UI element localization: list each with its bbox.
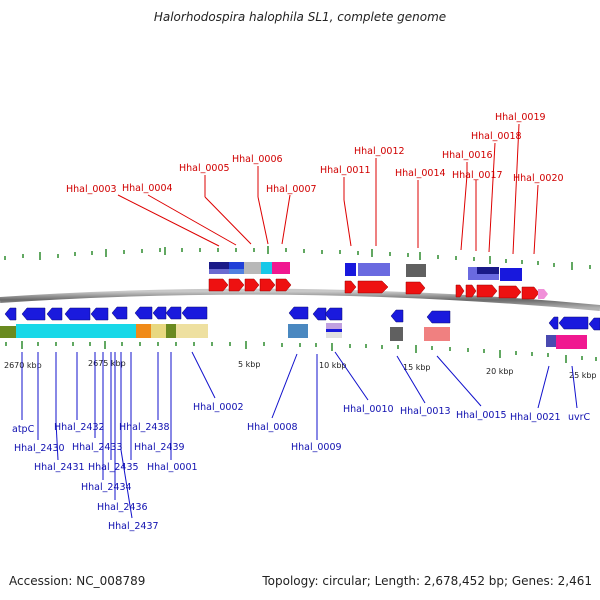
forward-gene-pink (538, 289, 548, 299)
top-domain-blocks (209, 262, 522, 281)
bottom-label: Hhal_2438 (119, 422, 170, 433)
top-label: Hhal_0018 (471, 131, 522, 142)
scale-label-10: 10 kbp (319, 361, 347, 370)
top-label: Hhal_0017 (452, 170, 503, 181)
bottom-label: Hhal_0009 (291, 442, 342, 453)
bottom-ticks (5, 341, 597, 363)
bottom-label: Hhal_2430 (14, 443, 65, 454)
top-label: Hhal_0003 (66, 184, 117, 195)
bottom-label: Hhal_2434 (81, 482, 132, 493)
bottom-gene-labels: atpC Hhal_2430 Hhal_2431 Hhal_2432 Hhal_… (12, 402, 591, 532)
bottom-label: Hhal_0015 (456, 410, 507, 421)
bottom-label: Hhal_2432 (54, 422, 105, 433)
scale-label-15: 15 kbp (403, 363, 431, 372)
top-label: Hhal_0007 (266, 184, 317, 195)
bottom-label: Hhal_0010 (343, 404, 394, 415)
scale-label-20: 20 kbp (486, 367, 514, 376)
forward-gene-arrows (208, 278, 540, 300)
bottom-connectors (21, 351, 578, 519)
bottom-label: Hhal_2433 (72, 442, 123, 453)
reverse-gene-arrows (4, 306, 600, 331)
bottom-domain-blocks (0, 323, 587, 349)
bottom-label: Hhal_0001 (147, 462, 198, 473)
top-label: Hhal_0012 (354, 146, 405, 157)
bottom-label: Hhal_0002 (193, 402, 244, 413)
top-ticks (4, 246, 591, 270)
scale-label-25: 25 kbp (569, 371, 597, 380)
bottom-label: Hhal_2437 (108, 521, 159, 532)
top-label: Hhal_0019 (495, 112, 546, 123)
scale-label-2675: 2675 kbp (88, 359, 126, 368)
genome-backbone (0, 288, 600, 311)
scale-labels: 2670 kbp 2675 kbp 5 kbp 10 kbp 15 kbp 20… (4, 359, 597, 380)
bottom-label: Hhal_2439 (134, 442, 185, 453)
bottom-label: Hhal_0013 (400, 406, 451, 417)
top-label: Hhal_0020 (513, 173, 564, 184)
bottom-label: Hhal_0021 (510, 412, 561, 423)
top-label: Hhal_0005 (179, 163, 230, 174)
scale-label-5: 5 kbp (238, 360, 260, 369)
topology-text: Topology: circular; Length: 2,678,452 bp… (262, 574, 592, 588)
bottom-label: Hhal_2436 (97, 502, 148, 513)
scale-label-2670: 2670 kbp (4, 361, 42, 370)
top-label: Hhal_0014 (395, 168, 446, 179)
top-label: Hhal_0011 (320, 165, 371, 176)
genome-title: Halorhodospira halophila SL1, complete g… (153, 10, 447, 24)
bottom-label: atpC (12, 424, 35, 435)
top-label: Hhal_0016 (442, 150, 493, 161)
top-label: Hhal_0004 (122, 183, 173, 194)
accession-text: Accession: NC_008789 (9, 574, 146, 588)
bottom-label: Hhal_2431 (34, 462, 85, 473)
bottom-label: uvrC (568, 412, 591, 423)
top-connectors (117, 123, 539, 255)
top-label: Hhal_0006 (232, 154, 283, 165)
bottom-label: Hhal_0008 (247, 422, 298, 433)
bottom-label: Hhal_2435 (88, 462, 139, 473)
top-gene-labels: Hhal_0003 Hhal_0004 Hhal_0005 Hhal_0006 … (66, 112, 564, 195)
